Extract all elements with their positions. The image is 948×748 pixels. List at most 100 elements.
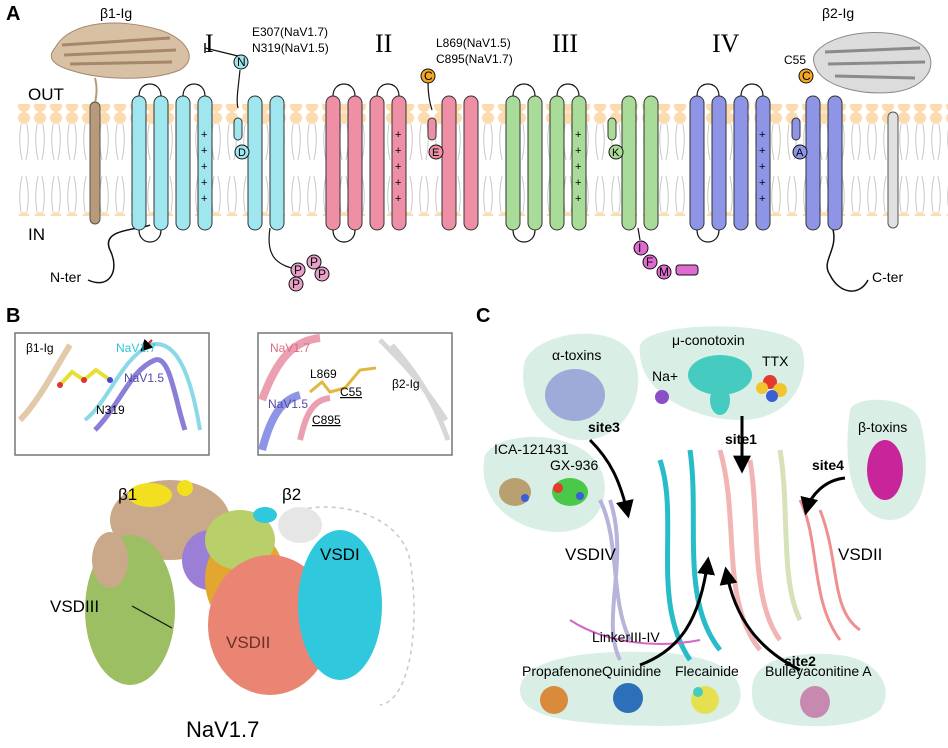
selectivity-filter-letter: E (432, 147, 439, 159)
bulleyaconitine-label: Bulleyaconitine A (765, 663, 872, 679)
site2-label: site2 (784, 653, 816, 669)
ica-label: ICA-121431 (494, 441, 569, 457)
panel-b-letter: B (6, 305, 20, 327)
propafenone-molecule (540, 686, 568, 714)
helix-loops-d2 (332, 83, 400, 243)
beta1-ig-structure (50, 22, 190, 105)
n319-sidechain (57, 367, 113, 388)
helix-d1-s1 (131, 95, 147, 231)
mu-conotoxin-label: μ-conotoxin (672, 332, 745, 348)
site3-arrow (588, 438, 634, 519)
map-beta1-label: β1 (118, 485, 137, 504)
panel-c-letter: C (476, 305, 490, 327)
c55-label: C55 (784, 53, 806, 67)
mu-conotoxin-surface (688, 355, 752, 395)
beta1-tm-helix (89, 101, 101, 225)
helix-d3-s2 (527, 95, 543, 231)
helix-loops-d4 (696, 83, 764, 243)
domain-ii-label: II (375, 29, 392, 58)
svg-text:P: P (310, 255, 318, 269)
out-label: OUT (28, 85, 64, 104)
s4-charge: + (201, 193, 207, 205)
helix-d1-s3 (175, 95, 191, 231)
flecainide-molecule (691, 686, 719, 714)
alpha-toxin-surface (545, 369, 605, 421)
flecainide-label: Flecainide (675, 663, 739, 679)
svg-text:P: P (294, 263, 302, 277)
svg-text:M: M (659, 265, 669, 279)
disulfide-bridge (309, 366, 377, 394)
inset1-n319-label: N319 (96, 403, 125, 417)
helix-d4-s1 (689, 95, 705, 231)
quinidine-label: Quinidine (602, 663, 661, 679)
site3-drugs-cloud (483, 436, 605, 533)
vsd4-label: VSDIV (565, 545, 617, 564)
helix-d3-s6 (643, 95, 659, 231)
map-vsd1-label: VSDI (320, 545, 360, 564)
site1-label: site1 (725, 431, 757, 447)
helix-d3-s5 (621, 95, 637, 231)
selectivity-filter-residue-d1 (234, 144, 250, 160)
cys-marker-ii (420, 68, 436, 84)
beta2-ig-structure (813, 32, 932, 94)
beta2-outline (299, 506, 415, 706)
inset2-beta2-label: β2-Ig (392, 377, 420, 391)
svg-text:I: I (638, 241, 641, 255)
selectivity-filter-letter: A (796, 147, 804, 159)
s4-charge: + (575, 177, 581, 189)
s4-charge: + (395, 161, 401, 173)
domain-iii-label: III (552, 29, 578, 58)
quinidine-molecule (613, 683, 643, 713)
vsd2-label: VSDII (838, 545, 882, 564)
s4-charge: + (759, 145, 765, 157)
selectivity-filter-letter: K (612, 147, 620, 159)
inset1-beta1-label: β1-Ig (26, 341, 54, 355)
ttx-label: TTX (762, 353, 789, 369)
s4-charge: + (759, 177, 765, 189)
inset2-nav15-label: NaV1.5 (268, 397, 308, 411)
c55-marker (798, 68, 814, 84)
site-i-line1: E307(NaV1.7) (252, 25, 328, 39)
helix-d1-s5 (247, 95, 263, 231)
nter-tail (87, 224, 151, 284)
s4-charge: + (759, 193, 765, 205)
bulleyaconitine-molecule (800, 686, 830, 718)
s4-charge: + (395, 145, 401, 157)
panel-a-letter: A (6, 3, 20, 25)
phosphorylation-sites: P P P P (268, 227, 330, 292)
map-vsd3-label: VSDIII (50, 597, 99, 616)
beta-toxins-label: β-toxins (858, 419, 907, 435)
helix-d4-s6 (827, 95, 843, 231)
svg-text:P: P (292, 277, 300, 291)
s4-charge: + (395, 193, 401, 205)
red-arrow (140, 338, 154, 352)
svg-text:P: P (318, 267, 326, 281)
inset2-nav17-label: NaV1.7 (270, 341, 310, 355)
s4-charge: + (759, 129, 765, 141)
pore-helix-d3 (607, 117, 617, 141)
selectivity-filter-residue-d3 (608, 144, 624, 160)
inset2-l869-label: L869 (310, 367, 337, 381)
helix-d2-s2 (347, 95, 363, 231)
n-glycosylation-marker (233, 54, 249, 70)
inset2-c55-label: C55 (340, 385, 362, 399)
selectivity-filter-residue-d2 (428, 144, 444, 160)
helix-loops-d3 (512, 83, 580, 243)
pore-helix-d4 (791, 117, 801, 141)
beta2-tm-helix (887, 111, 899, 229)
helix-d2-s6 (463, 95, 479, 231)
site-ii-line2: C895(NaV1.7) (436, 52, 513, 66)
nter-label: N-ter (50, 269, 81, 285)
ica-molecule (499, 478, 531, 506)
site-i-inhibitor-line (204, 47, 239, 57)
s4-charge: + (201, 161, 207, 173)
cter-tail (826, 225, 869, 292)
s4-charge: + (759, 161, 765, 173)
inset1-nav15-label: NaV1.5 (124, 371, 164, 385)
sodium-ion (655, 390, 669, 404)
domain-iv-label: IV (712, 29, 740, 58)
helix-d2-s5 (441, 95, 457, 231)
selectivity-filter-letter: D (238, 147, 246, 159)
c55-marker-text: C (802, 69, 811, 83)
svg-text:F: F (646, 255, 653, 269)
